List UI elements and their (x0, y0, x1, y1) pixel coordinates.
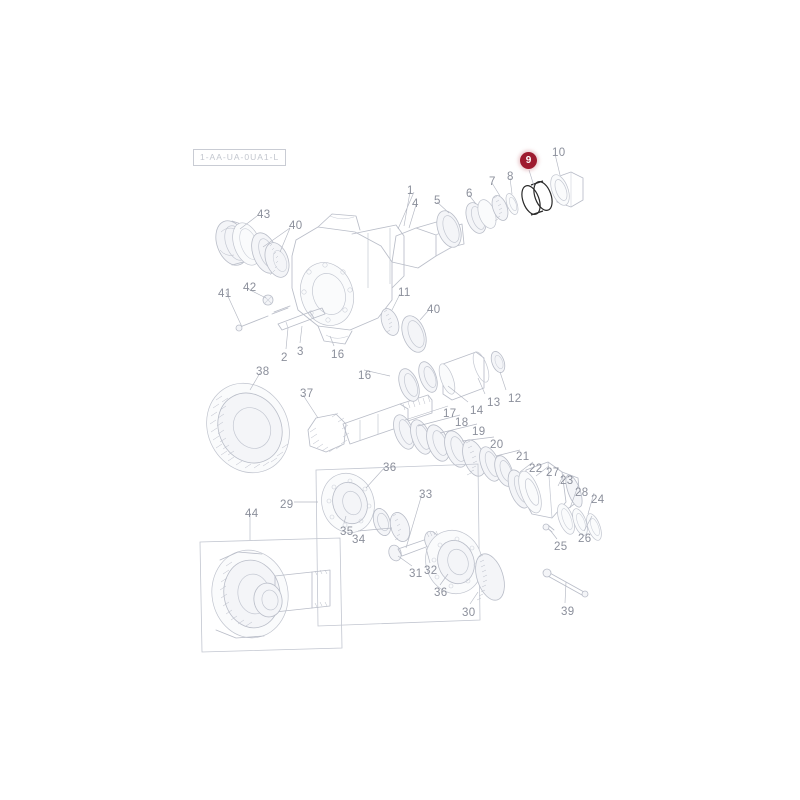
callout-21[interactable]: 21 (516, 451, 530, 463)
part-group-shaft-and-bearings (391, 171, 584, 269)
inset-box-bottom-left (199, 537, 343, 653)
callout-6[interactable]: 6 (466, 188, 473, 200)
callout-36[interactable]: 36 (383, 462, 397, 474)
callout-14[interactable]: 14 (470, 405, 484, 417)
part-group-hub-21-28 (507, 461, 602, 541)
callout-23[interactable]: 23 (560, 475, 574, 487)
callout-33[interactable]: 33 (419, 489, 433, 501)
leader-lines (225, 153, 595, 605)
callout-43[interactable]: 43 (257, 209, 271, 221)
callout-35[interactable]: 35 (340, 526, 354, 538)
callout-24[interactable]: 24 (591, 494, 605, 506)
callout-27[interactable]: 27 (546, 467, 560, 479)
callout-29[interactable]: 29 (280, 499, 294, 511)
part-group-pinion-37 (307, 394, 433, 453)
callout-19[interactable]: 19 (472, 426, 486, 438)
callout-11[interactable]: 11 (398, 287, 411, 299)
callout-44[interactable]: 44 (245, 508, 259, 520)
callout-41[interactable]: 41 (218, 288, 232, 300)
callout-26[interactable]: 26 (578, 533, 592, 545)
callout-34[interactable]: 34 (352, 534, 366, 546)
highlighted-part-marker-9[interactable]: 9 (520, 152, 537, 169)
callout-5[interactable]: 5 (434, 195, 441, 207)
callout-40[interactable]: 40 (289, 220, 303, 232)
callout-12[interactable]: 12 (508, 393, 522, 405)
callout-28[interactable]: 28 (575, 487, 589, 499)
part-group-housing (235, 213, 405, 345)
callout-8[interactable]: 8 (507, 171, 514, 183)
callout-7[interactable]: 7 (489, 176, 496, 188)
part-group-43-40 (215, 220, 290, 278)
callout-3[interactable]: 3 (297, 346, 304, 358)
callout-1[interactable]: 1 (407, 185, 414, 197)
callout-16[interactable]: 16 (331, 349, 345, 361)
callout-2[interactable]: 2 (281, 352, 288, 364)
callout-20[interactable]: 20 (490, 439, 504, 451)
part-group-spacers-11-20 (380, 308, 514, 487)
callout-13[interactable]: 13 (487, 397, 501, 409)
callout-4[interactable]: 4 (412, 198, 419, 210)
callout-17[interactable]: 17 (443, 408, 457, 420)
callout-16[interactable]: 16 (358, 370, 372, 382)
callout-36[interactable]: 36 (434, 587, 448, 599)
callout-22[interactable]: 22 (529, 463, 543, 475)
callout-25[interactable]: 25 (554, 541, 568, 553)
inset-box-center (315, 463, 589, 627)
drawing-number-box: 1-AA-UA-0UA1-L (193, 149, 287, 166)
highlighted-part-9-shape (521, 180, 553, 216)
callout-42[interactable]: 42 (243, 282, 257, 294)
callout-39[interactable]: 39 (561, 606, 575, 618)
callout-40[interactable]: 40 (427, 304, 441, 316)
part-group-ring-gear-38 (206, 382, 290, 474)
callout-37[interactable]: 37 (300, 388, 314, 400)
callout-18[interactable]: 18 (455, 417, 469, 429)
callout-32[interactable]: 32 (424, 565, 438, 577)
callout-10[interactable]: 10 (552, 147, 566, 159)
callout-31[interactable]: 31 (409, 568, 423, 580)
callout-30[interactable]: 30 (462, 607, 476, 619)
callout-38[interactable]: 38 (256, 366, 270, 378)
